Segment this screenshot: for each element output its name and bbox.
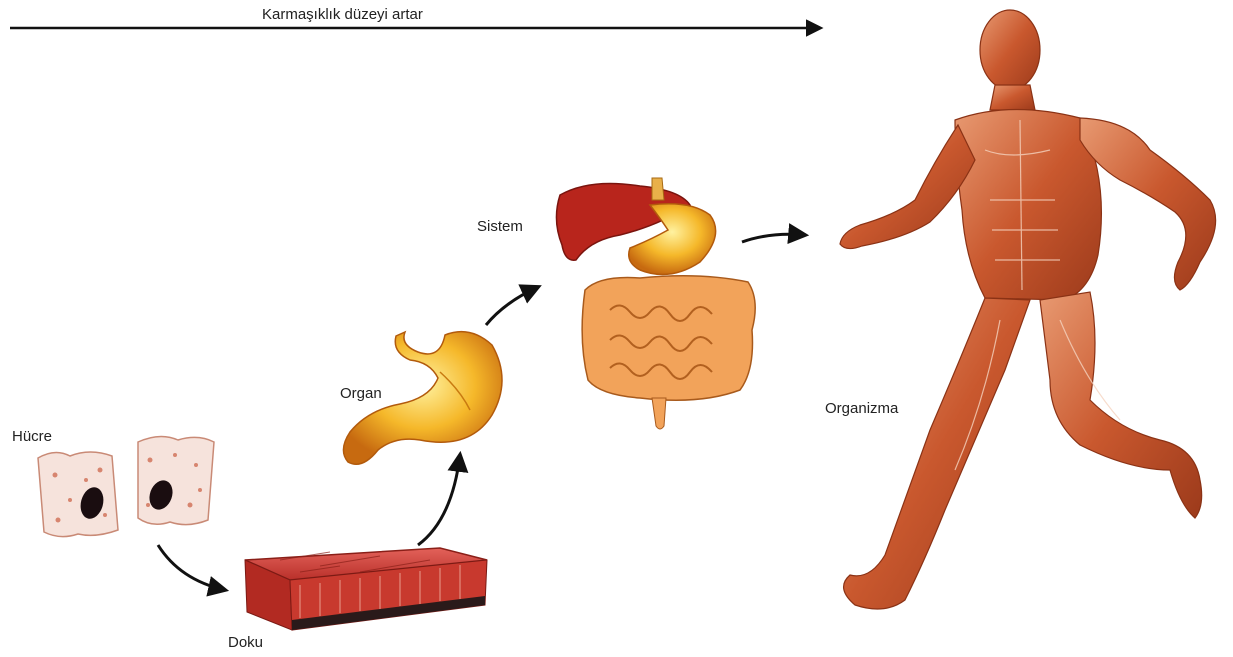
complexity-label: Karmaşıklık düzeyi artar	[262, 6, 423, 23]
arrow-system-to-organism	[742, 234, 805, 242]
cell-illustration	[38, 436, 214, 536]
label-cell: Hücre	[12, 428, 52, 445]
human-muscular-figure	[840, 10, 1216, 609]
label-organism: Organizma	[825, 400, 898, 417]
label-tissue: Doku	[228, 634, 263, 651]
tissue-illustration	[245, 548, 487, 630]
label-organ: Organ	[340, 385, 382, 402]
digestive-system-icon	[556, 178, 755, 429]
arrow-cell-to-tissue	[158, 545, 225, 590]
arrow-organ-to-system	[486, 287, 538, 325]
label-system: Sistem	[477, 218, 523, 235]
arrow-tissue-to-organ	[418, 455, 460, 545]
